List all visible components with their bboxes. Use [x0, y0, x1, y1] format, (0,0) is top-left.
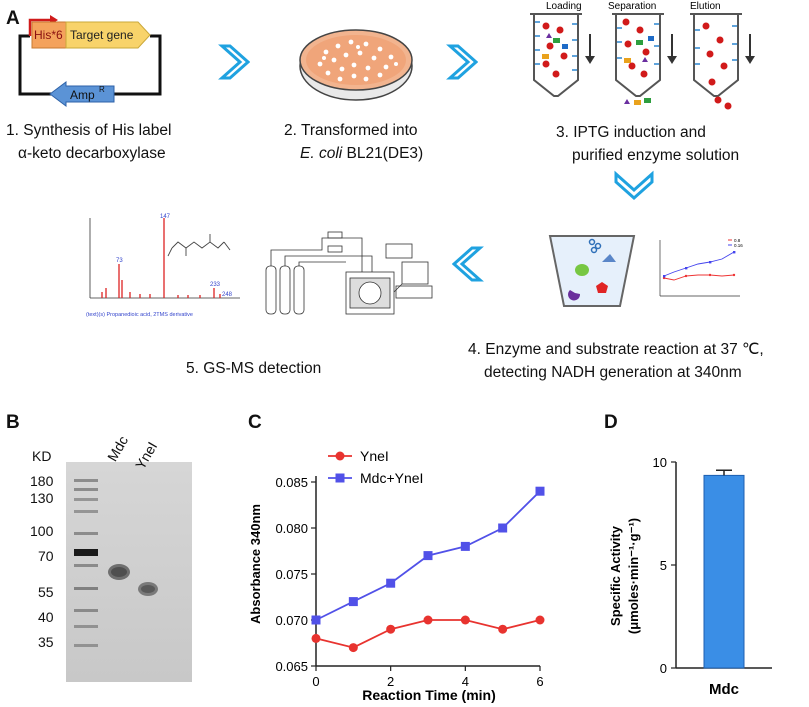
c-data-point [386, 578, 396, 588]
marker-label: 130 [30, 490, 54, 506]
marker-label: 35 [38, 634, 54, 650]
step2-caption-line2: E. coli BL21(DE3) [300, 143, 423, 165]
marker-label: 100 [30, 523, 54, 539]
panel-b-letter: B [6, 412, 20, 433]
d-y-axis-label-line1: Specific Activity [608, 525, 623, 626]
c-data-point [498, 624, 508, 634]
chevron-right-icon [218, 44, 250, 80]
panel-a-letter: A [6, 8, 20, 29]
c-y-tick-label: 0.075 [275, 567, 308, 582]
absorbance-line-chart: Absorbance 340nm Reaction Time (min) 0.0… [248, 448, 545, 703]
marker-label: 40 [38, 609, 54, 625]
mini-legend-label: 0.16 [734, 243, 743, 248]
d-y-axis-label-line2: (μmoles·min⁻¹·g⁻¹) [626, 518, 641, 634]
c-y-tick-label: 0.085 [275, 475, 308, 490]
step5-caption: 5. GS-MS detection [186, 360, 322, 377]
step3-caption-line2: purified enzyme solution [572, 147, 740, 164]
chevron-right-icon [446, 44, 478, 80]
c-data-point [460, 541, 470, 551]
c-x-tick-label: 4 [462, 674, 469, 689]
petri-dish [299, 29, 413, 101]
step4-caption-line2: detecting NADH generation at 340nm [484, 364, 742, 381]
c-data-point [423, 615, 433, 625]
c-data-point [535, 615, 545, 625]
c-legend-marker [335, 451, 345, 461]
amp-label: Amp [70, 88, 95, 102]
c-data-point [386, 624, 396, 634]
mini-legend-label: 0.8 [734, 238, 741, 243]
kd-label: KD [32, 448, 52, 464]
mass-spectrum: 147 73 233 248 (text)(s) Propanedioic ac… [86, 214, 240, 318]
d-y-tick-label: 5 [660, 558, 667, 573]
d-category-label: Mdc [709, 681, 739, 698]
ms-caption: (text)(s) Propanedioic acid, 2TMS deriva… [86, 312, 193, 318]
marker-label: 180 [30, 473, 54, 489]
step4-caption-line1: 4. Enzyme and substrate reaction at 37 ℃… [468, 341, 764, 358]
c-data-point [311, 633, 321, 643]
d-y-tick-label: 0 [660, 661, 667, 676]
c-data-point [460, 615, 470, 625]
mini-kinetic-plot: 0.8 0.16 [659, 238, 743, 297]
ecoli-italic: E. coli [300, 145, 343, 162]
specific-activity-bar-chart: Specific Activity (μmoles·min⁻¹·g⁻¹) 0 5 1… [608, 455, 772, 698]
gc-ms-instrument [265, 231, 433, 315]
plasmid-diagram: His*6 Target gene Amp R [18, 15, 162, 107]
purification-columns: Loading Separation Elution [530, 1, 755, 110]
target-gene-label: Target gene [70, 28, 134, 42]
step2-caption-line1: 2. Transformed into [284, 122, 418, 139]
c-legend-label: Mdc+YneI [360, 470, 423, 486]
ms-peak-label: 73 [116, 258, 123, 264]
marker-label: 55 [38, 584, 54, 600]
amp-superscript: R [99, 85, 105, 94]
panel-c-letter: C [248, 412, 262, 433]
d-y-tick-label: 10 [653, 455, 667, 470]
step1-caption-line2: α-keto decarboxylase [18, 145, 166, 162]
c-y-tick-label: 0.065 [275, 659, 308, 674]
ms-peak-label: 248 [222, 292, 233, 298]
chevron-left-icon [452, 246, 484, 282]
c-y-axis-label: Absorbance 340nm [248, 504, 263, 624]
c-x-axis-label: Reaction Time (min) [362, 687, 496, 703]
c-data-point [348, 643, 358, 653]
c-data-point [423, 551, 433, 561]
c-x-tick-label: 2 [387, 674, 394, 689]
step3-caption-line1: 3. IPTG induction and [556, 124, 706, 141]
his-tag-label: His*6 [34, 28, 63, 42]
sds-page-gel [66, 462, 192, 682]
column-label-separation: Separation [608, 1, 656, 12]
column-label-loading: Loading [546, 1, 582, 12]
marker-label: 70 [38, 548, 54, 564]
c-data-point [498, 523, 508, 533]
c-data-point [311, 615, 321, 625]
column-label-elution: Elution [690, 1, 721, 12]
c-y-tick-label: 0.070 [275, 613, 308, 628]
strain-text: BL21(DE3) [342, 145, 424, 162]
c-y-tick-label: 0.080 [275, 521, 308, 536]
ms-peak-label: 147 [160, 214, 171, 220]
c-data-point [348, 597, 358, 607]
d-bar [703, 474, 745, 669]
c-legend-label: YneI [360, 448, 389, 464]
ms-peak-label: 233 [210, 282, 221, 288]
c-data-point [535, 486, 545, 496]
c-legend-marker [335, 473, 345, 483]
reaction-cup [548, 235, 636, 307]
chevron-down-icon [614, 170, 654, 201]
step1-caption-line1: 1. Synthesis of His label [6, 122, 172, 139]
c-x-tick-label: 6 [536, 674, 543, 689]
panel-d-letter: D [604, 412, 618, 433]
c-x-tick-label: 0 [312, 674, 319, 689]
